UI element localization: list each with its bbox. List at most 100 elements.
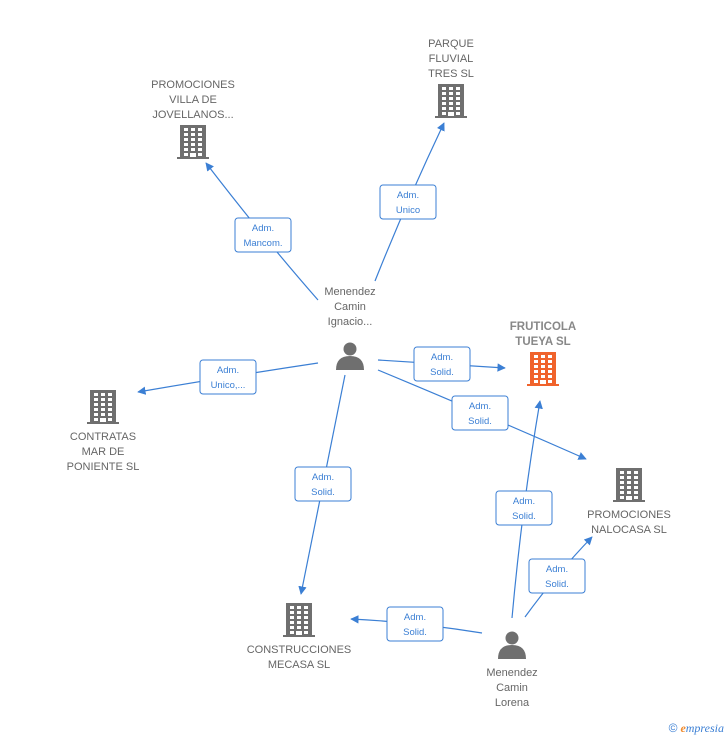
building-window <box>184 138 188 141</box>
role-label-text: Solid. <box>311 487 335 498</box>
node-label: CONSTRUCCIONES <box>247 644 352 656</box>
building-window <box>304 621 308 624</box>
building-window <box>534 370 538 373</box>
building-window <box>101 393 105 396</box>
building-window <box>198 133 202 136</box>
building-window <box>449 87 453 90</box>
node-label: TUEYA SL <box>515 336 570 348</box>
building-window <box>184 148 188 151</box>
company-building-icon <box>283 603 315 637</box>
role-label-text: Solid. <box>430 367 454 378</box>
role-label-text: Adm. <box>431 352 453 363</box>
edge-menendez_ignacio-to-contratas: Adm.Unico,... <box>137 359 319 395</box>
node-label: Menendez <box>486 667 537 679</box>
building-window <box>191 143 195 146</box>
person-head <box>505 631 519 645</box>
building-window <box>627 471 631 474</box>
company-building-icon <box>435 84 467 118</box>
role-label-text: Adm. <box>513 496 535 507</box>
role-label-box[interactable] <box>234 217 292 253</box>
building-window <box>304 626 308 629</box>
building-base <box>435 116 467 118</box>
building-window <box>297 626 301 629</box>
building-window <box>442 97 446 100</box>
building-window <box>449 97 453 100</box>
building-window <box>541 355 545 358</box>
building-window <box>184 133 188 136</box>
person-icon <box>336 342 364 370</box>
role-label-text: Adm. <box>404 612 426 623</box>
building-window <box>108 408 112 411</box>
building-window <box>297 606 301 609</box>
role-label-box[interactable] <box>379 184 437 220</box>
building-window <box>541 375 545 378</box>
company-building-icon <box>613 468 645 502</box>
role-label-box[interactable] <box>451 395 509 431</box>
building-window <box>191 148 195 151</box>
edge-menendez_ignacio-to-construcciones: Adm.Solid. <box>294 374 352 595</box>
building-base <box>283 635 315 637</box>
building-window <box>290 621 294 624</box>
building-window <box>108 413 112 416</box>
role-label-box[interactable] <box>294 466 352 502</box>
building-base <box>613 500 645 502</box>
edge-menendez_lorena-to-construcciones: Adm. Solid. <box>350 606 483 642</box>
building-window <box>442 102 446 105</box>
building-window <box>627 486 631 489</box>
building-window <box>456 92 460 95</box>
building-window <box>297 616 301 619</box>
building-window <box>620 496 624 499</box>
building-window <box>456 102 460 105</box>
copyright-icon: © <box>668 721 678 735</box>
role-label-box[interactable] <box>495 490 553 526</box>
building-window <box>634 496 638 499</box>
role-label-text: Mancom. <box>243 238 282 249</box>
edge-menendez_ignacio-to-parque: Adm.Unico <box>374 122 445 282</box>
building-window <box>534 380 538 383</box>
node-label: JOVELLANOS... <box>152 109 233 121</box>
role-label-box[interactable] <box>386 606 444 642</box>
brand-name: mpresia <box>685 721 724 735</box>
node-menendez_ignacio[interactable]: MenendezCaminIgnacio... <box>324 286 376 370</box>
edge-menendez_ignacio-to-nalocasa: Adm.Solid. <box>377 369 587 460</box>
building-window <box>94 393 98 396</box>
building-window <box>198 148 202 151</box>
role-label-box[interactable] <box>413 346 471 382</box>
building-window <box>548 355 552 358</box>
building-window <box>191 133 195 136</box>
building-window <box>297 621 301 624</box>
building-window <box>94 403 98 406</box>
building-door <box>626 496 632 502</box>
building-window <box>101 403 105 406</box>
role-label-text: Solid. <box>403 627 427 638</box>
building-window <box>94 413 98 416</box>
building-window <box>297 611 301 614</box>
building-window <box>442 107 446 110</box>
building-window <box>456 112 460 115</box>
role-label-box[interactable] <box>199 359 257 395</box>
node-construcciones[interactable]: CONSTRUCCIONES MECASA SL <box>247 603 352 671</box>
building-window <box>442 92 446 95</box>
node-label: VILLA DE <box>169 94 217 106</box>
building-window <box>620 471 624 474</box>
role-label-box[interactable] <box>528 558 586 594</box>
node-label: TRES SL <box>428 68 474 80</box>
node-label: PARQUE <box>428 38 474 50</box>
node-label: NALOCASA SL <box>591 524 667 536</box>
building-window <box>184 143 188 146</box>
node-label: MECASA SL <box>268 659 330 671</box>
person-body <box>498 645 526 659</box>
building-window <box>191 128 195 131</box>
building-window <box>548 370 552 373</box>
building-door <box>448 112 454 118</box>
building-window <box>442 112 446 115</box>
role-label-text: Solid. <box>468 416 492 427</box>
